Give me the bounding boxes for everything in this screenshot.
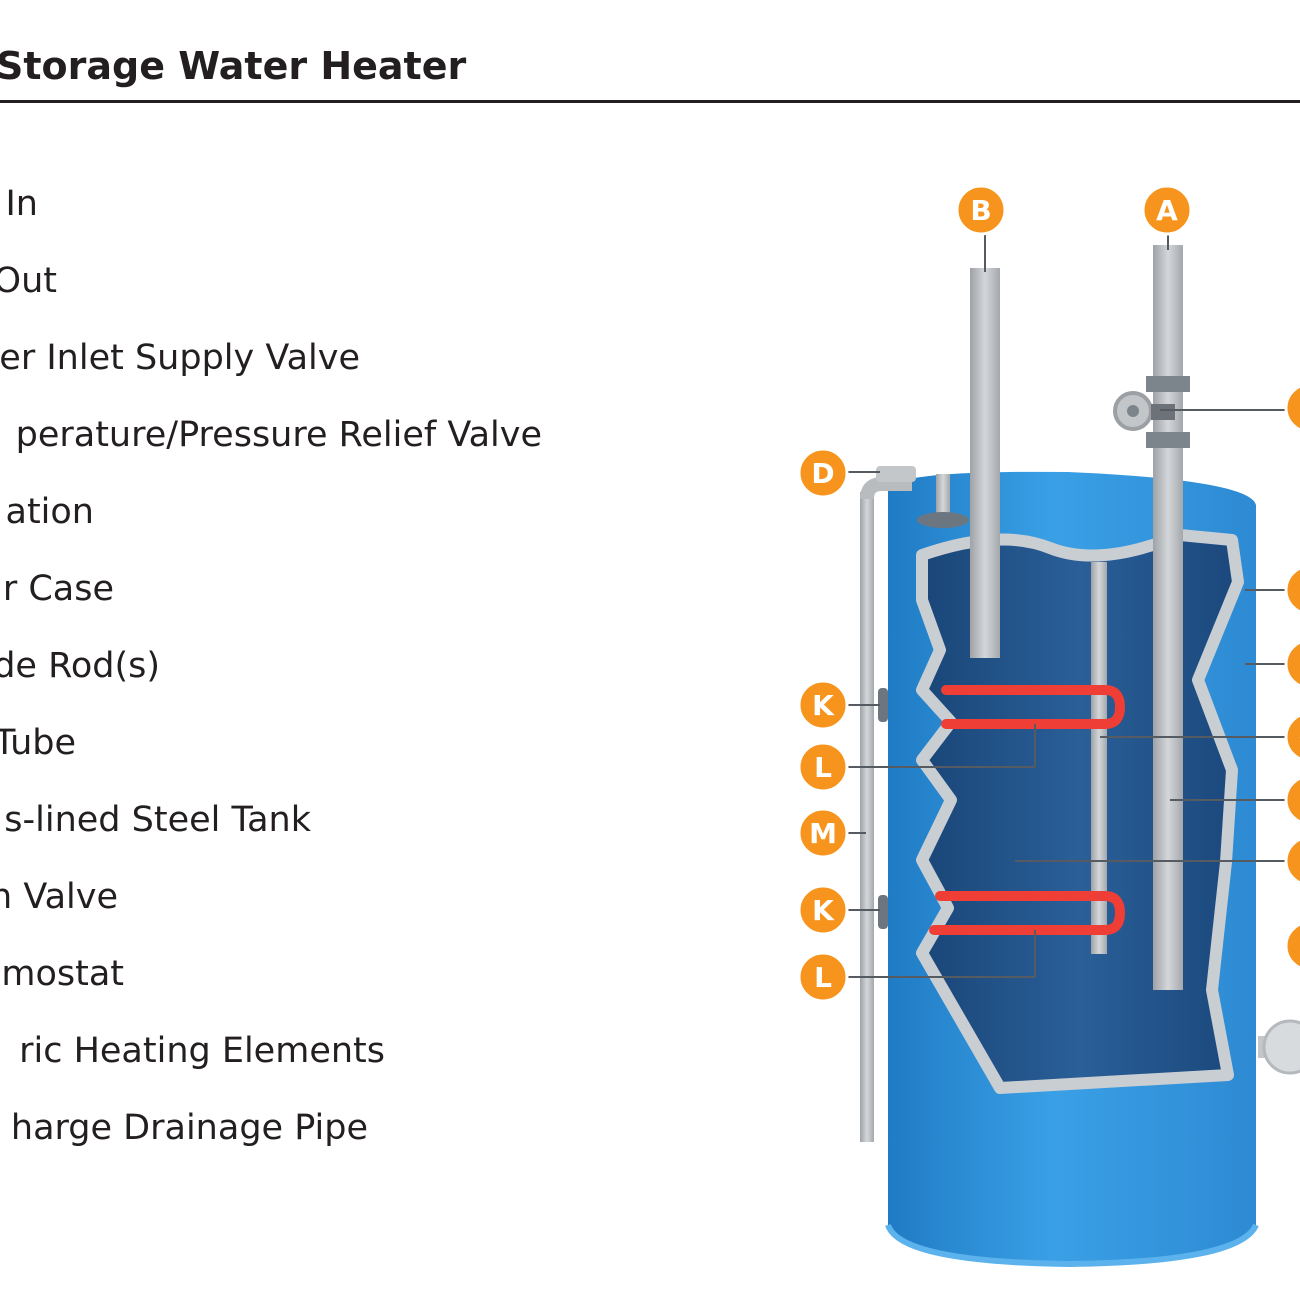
callout-badge-g: G [1284, 713, 1300, 761]
drain-valve [1258, 1019, 1300, 1075]
callout-label: M [809, 817, 837, 850]
legend-item: mostat [1, 954, 124, 994]
callout-label: A [1156, 194, 1178, 227]
callout-badge-c: C [1284, 384, 1300, 432]
callout-label: L [814, 961, 832, 994]
thermostat-lower [878, 895, 888, 929]
legend-item: n Valve [0, 877, 118, 917]
legend-item: perature/Pressure Relief Valve [15, 415, 542, 455]
glass-lined-tank [916, 529, 1244, 1094]
callout-badge-i: I [1284, 837, 1300, 885]
inlet-supply-valve [1113, 376, 1190, 448]
callout-badge-f: F [1284, 640, 1300, 688]
legend-item: ation [5, 492, 95, 532]
hot-water-pipe [970, 268, 1000, 658]
callout-badge-h: H [1284, 776, 1300, 824]
callout-badge-k-lower: K [797, 884, 849, 936]
callout-label: L [814, 751, 832, 784]
legend-item: er Inlet Supply Valve [0, 338, 360, 378]
callout-label: B [970, 194, 991, 227]
leader-lines [844, 228, 1290, 978]
page-title: Storage Water Heater [0, 44, 467, 88]
callout-label: K [812, 689, 835, 722]
legend-item: s-lined Steel Tank [4, 800, 311, 840]
discharge-drainage-pipe [860, 466, 916, 1142]
callout-badge-d: D [797, 447, 849, 499]
legend-item: Out [0, 261, 57, 301]
callout-badge-l-lower: L [797, 951, 849, 1003]
callout-badge-m: M [797, 807, 849, 859]
upper-heating-element [941, 685, 1126, 729]
callout-label: G [1299, 721, 1300, 754]
callout-badge-j: J [1284, 922, 1300, 970]
callout-badge-e: E [1284, 566, 1300, 614]
relief-valve [917, 474, 969, 528]
legend-item: harge Drainage Pipe [10, 1108, 368, 1148]
thermostat-upper [878, 688, 888, 722]
cold-water-pipe [1153, 245, 1183, 990]
lower-heating-element [929, 891, 1126, 935]
legend-item: de Rod(s) [0, 646, 160, 686]
legend-item: r Case [2, 569, 114, 609]
callout-badge-l-upper: L [797, 741, 849, 793]
anode-rod [1091, 562, 1107, 954]
legend-item: Tube [0, 723, 76, 763]
callout-badge-a: A [1141, 184, 1193, 236]
callout-label: K [812, 894, 835, 927]
callout-badge-b: B [955, 184, 1007, 236]
callout-badge-k-upper: K [797, 679, 849, 731]
callout-label: H [1298, 784, 1300, 817]
callout-label: D [811, 457, 834, 490]
legend-item: In [5, 184, 38, 224]
legend-item: ric Heating Elements [19, 1031, 385, 1071]
title-divider [0, 100, 1300, 103]
